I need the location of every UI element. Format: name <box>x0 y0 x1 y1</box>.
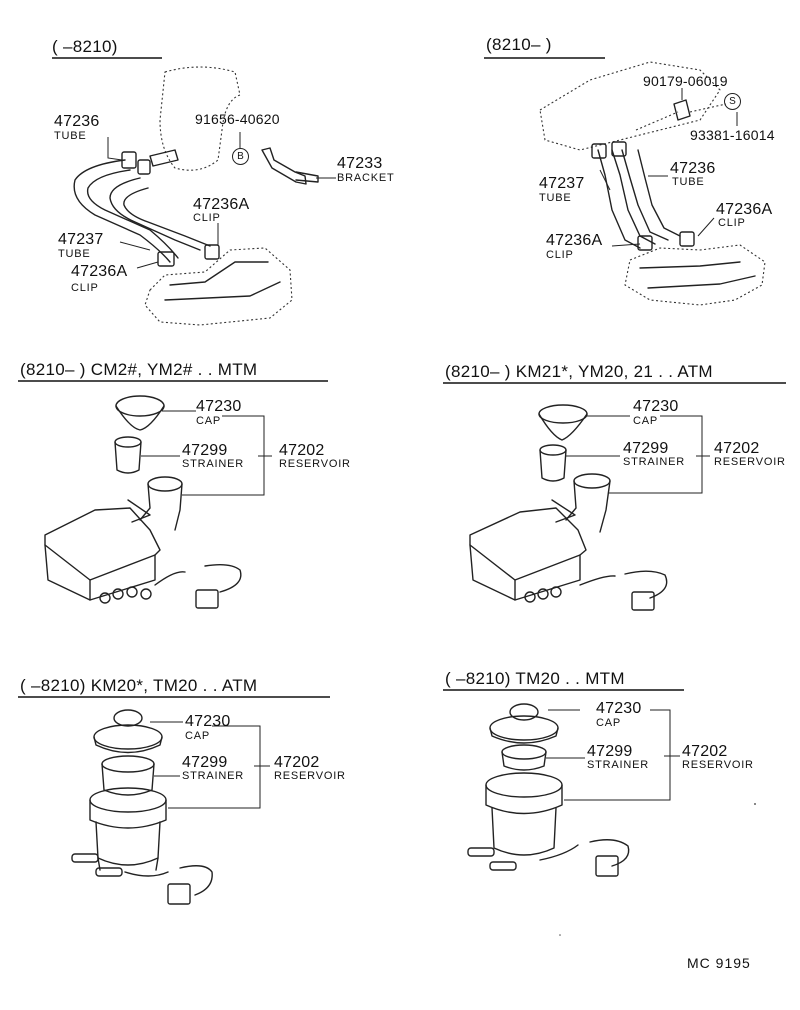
panel-header-mid-left: (8210– ) CM2#, YM2# . . MTM <box>20 360 258 379</box>
part-name: CLIP <box>718 217 746 229</box>
diagram-code: MC 9195 <box>687 955 751 971</box>
part-number: 91656-40620 <box>195 111 280 127</box>
part-name: CLIP <box>71 282 99 294</box>
part-number: 47230 <box>633 398 679 415</box>
panel-header-bot-right: ( –8210) TM20 . . MTM <box>445 669 625 688</box>
part-name: RESERVOIR <box>714 456 786 468</box>
part-name: CAP <box>633 415 659 427</box>
part-name: TUBE <box>672 176 705 188</box>
part-name: RESERVOIR <box>682 759 754 771</box>
part-name: STRAINER <box>182 770 245 782</box>
part-name: STRAINER <box>587 759 650 771</box>
tube-assembly-right <box>539 61 766 306</box>
part-name: TUBE <box>539 192 572 204</box>
part-name: RESERVOIR <box>274 770 346 782</box>
part-number: 93381-16014 <box>690 127 775 143</box>
part-number: 90179-06019 <box>643 73 728 89</box>
reservoir-bot-left <box>71 709 270 905</box>
part-number: 47299 <box>623 440 669 457</box>
part-number: 47237 <box>539 175 585 192</box>
part-name: STRAINER <box>182 458 245 470</box>
panel-header-top-right: (8210– ) <box>486 35 552 54</box>
symbol-b-icon: B <box>232 148 249 165</box>
panel-header-bot-left: ( –8210) KM20*, TM20 . . ATM <box>20 676 258 695</box>
part-number: 47236A <box>716 201 773 218</box>
tube-assembly-left <box>73 66 336 326</box>
header-underlines <box>18 57 786 698</box>
part-number: 47236A <box>193 196 250 213</box>
part-name: CLIP <box>193 212 221 224</box>
part-name: RESERVOIR <box>279 458 351 470</box>
part-name: TUBE <box>58 248 91 260</box>
part-number: 47202 <box>274 754 320 771</box>
panel-header-top-left: ( –8210) <box>52 37 118 56</box>
part-number: 47202 <box>279 442 325 459</box>
part-number: 47236 <box>54 113 100 130</box>
symbol-s-icon: S <box>724 93 741 110</box>
part-number: 47299 <box>182 754 228 771</box>
part-number: 47236A <box>546 232 603 249</box>
part-name: CAP <box>596 717 622 729</box>
part-number: 47230 <box>596 700 642 717</box>
part-number: 47230 <box>196 398 242 415</box>
part-name: CAP <box>196 415 222 427</box>
part-number: 47236 <box>670 160 716 177</box>
part-name: TUBE <box>54 130 87 142</box>
part-number: 47299 <box>182 442 228 459</box>
part-number: 47202 <box>682 743 728 760</box>
part-name: STRAINER <box>623 456 686 468</box>
part-number: 47233 <box>337 155 383 172</box>
part-name: CLIP <box>546 249 574 261</box>
reservoir-mid-right <box>469 404 710 611</box>
part-name: CAP <box>185 730 211 742</box>
part-name: BRACKET <box>337 172 395 184</box>
part-number: 47230 <box>185 713 231 730</box>
reservoir-mid-left <box>44 395 272 609</box>
part-number: 47299 <box>587 743 633 760</box>
reservoir-bot-right <box>467 703 680 877</box>
part-number: 47237 <box>58 231 104 248</box>
part-number: 47236A <box>71 263 128 280</box>
part-number: 47202 <box>714 440 760 457</box>
panel-header-mid-right: (8210– ) KM21*, YM20, 21 . . ATM <box>445 362 713 381</box>
